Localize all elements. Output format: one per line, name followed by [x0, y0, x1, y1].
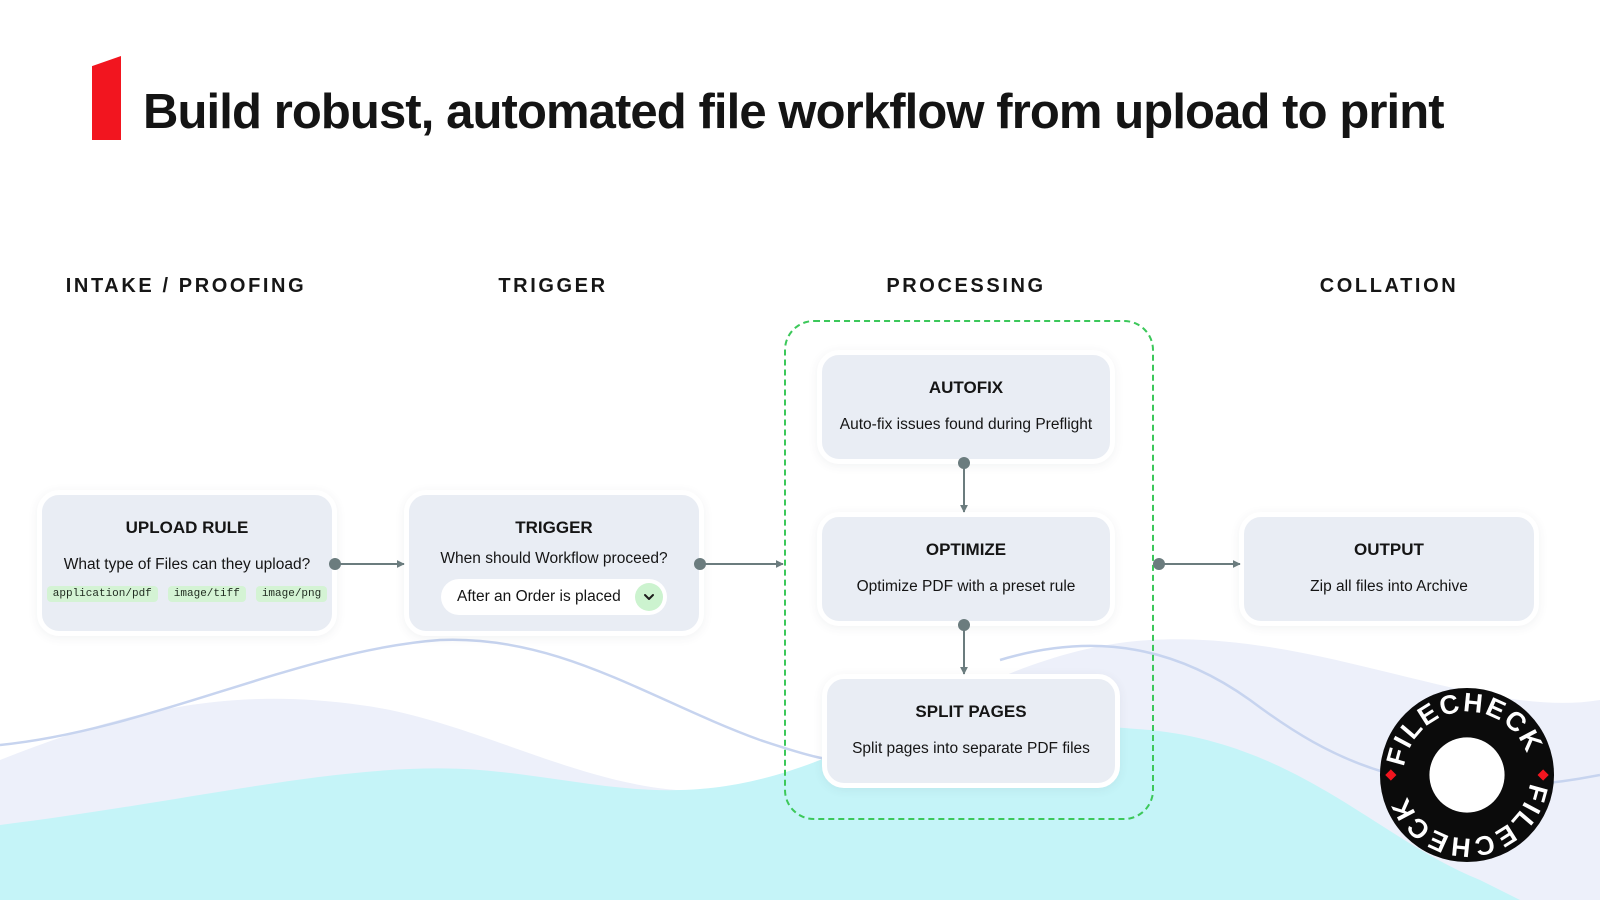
- upload-rule-card[interactable]: UPLOAD RULE What type of Files can they …: [37, 490, 337, 636]
- upload-rule-description: What type of Files can they upload?: [63, 556, 311, 573]
- file-type-tag: image/png: [255, 586, 328, 602]
- file-type-list: application/pdf image/tiff image/png: [42, 586, 332, 602]
- stage-label-collation: COLLATION: [1319, 275, 1459, 297]
- wave-cyan: [0, 721, 1520, 900]
- page-title: Build robust, automated file workflow fr…: [143, 85, 1445, 139]
- filecheck-logo: FILECHECK FILECHECK: [1379, 687, 1555, 863]
- split-pages-card[interactable]: SPLIT PAGES Split pages into separate PD…: [822, 674, 1120, 788]
- file-type-tag: image/tiff: [167, 586, 246, 602]
- stage-label-trigger: TRIGGER: [498, 275, 608, 297]
- trigger-select-value: After an Order is placed: [457, 588, 621, 605]
- autofix-card[interactable]: AUTOFIX Auto-fix issues found during Pre…: [817, 350, 1115, 464]
- output-description: Zip all files into Archive: [1310, 578, 1468, 595]
- stage-label-intake: INTAKE / PROOFING: [65, 275, 307, 297]
- optimize-card[interactable]: OPTIMIZE Optimize PDF with a preset rule: [817, 512, 1115, 626]
- upload-rule-title: UPLOAD RULE: [125, 518, 249, 537]
- stage-label-processing: PROCESSING: [886, 275, 1046, 297]
- file-type-tag: application/pdf: [46, 586, 158, 602]
- processing-group: [784, 320, 1154, 820]
- title-accent-bar: [92, 56, 121, 140]
- trigger-title: TRIGGER: [515, 518, 593, 537]
- wave-line-left: [0, 638, 841, 762]
- output-card[interactable]: OUTPUT Zip all files into Archive: [1239, 512, 1539, 626]
- optimize-title: OPTIMIZE: [925, 540, 1007, 559]
- trigger-select[interactable]: After an Order is placed: [441, 579, 667, 615]
- split-pages-description: Split pages into separate PDF files: [852, 740, 1090, 757]
- chevron-down-icon[interactable]: [635, 583, 663, 611]
- trigger-description: When should Workflow proceed?: [440, 550, 668, 567]
- optimize-description: Optimize PDF with a preset rule: [856, 578, 1076, 595]
- split-pages-title: SPLIT PAGES: [915, 702, 1027, 721]
- output-title: OUTPUT: [1354, 540, 1424, 559]
- autofix-description: Auto-fix issues found during Preflight: [839, 416, 1093, 433]
- autofix-title: AUTOFIX: [928, 378, 1004, 397]
- trigger-card[interactable]: TRIGGER When should Workflow proceed? Af…: [404, 490, 704, 636]
